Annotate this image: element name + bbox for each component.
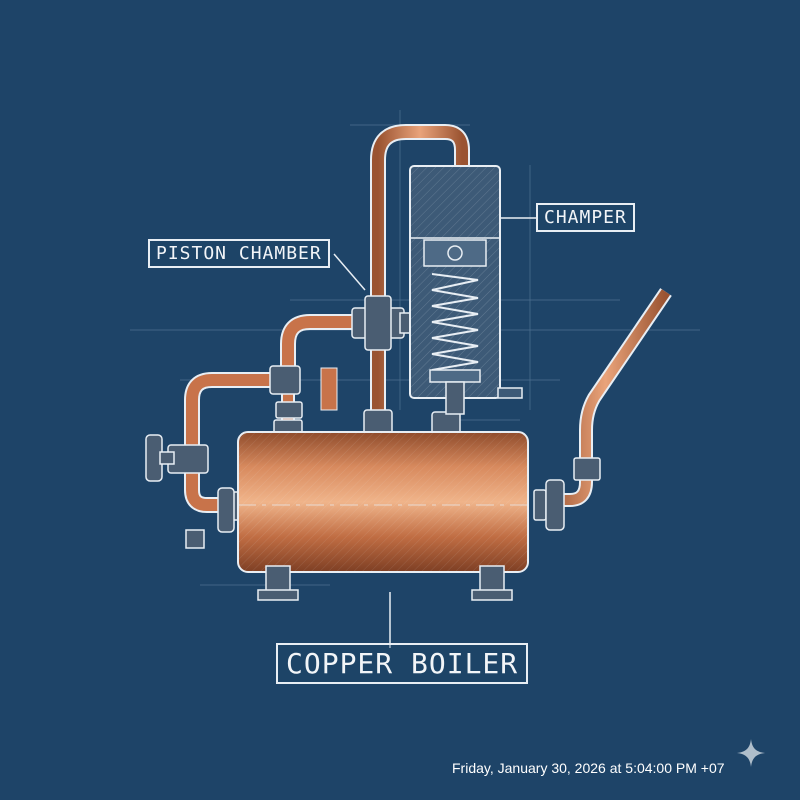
piston-chamber-label: PISTON CHAMBER	[148, 239, 330, 268]
timestamp: Friday, January 30, 2026 at 5:04:00 PM +…	[452, 760, 725, 776]
sparkle-icon	[737, 739, 765, 767]
copper-boiler-label: COPPER BOILER	[276, 643, 529, 684]
leader-lines	[333, 217, 536, 648]
champer-cylinder	[409, 165, 523, 415]
copper-boiler-body	[237, 431, 529, 601]
copper-rod	[320, 367, 338, 411]
champer-label: CHAMPER	[536, 203, 635, 232]
